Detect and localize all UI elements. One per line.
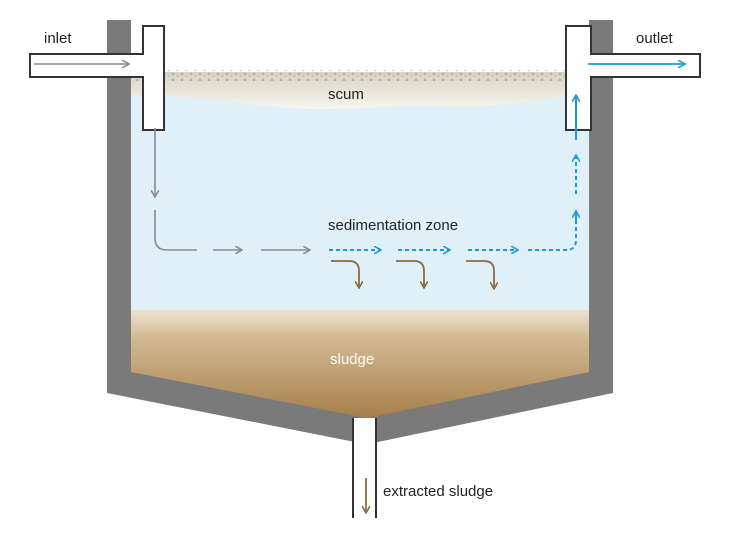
outlet-pipe [565,25,701,131]
extracted-sludge-label: extracted sludge [383,483,493,500]
outlet-label: outlet [636,30,674,47]
tank-headspace [131,20,589,76]
sludge-layer [131,310,589,418]
scum-layer [131,72,589,110]
scum-texture [131,70,589,81]
settling-arrow-2 [396,260,424,287]
sedimentation-zone-label: sedimentation zone [328,217,458,234]
inlet-label: inlet [44,30,72,47]
water-body [131,76,589,312]
scum-label: scum [328,86,364,103]
settling-arrow-1 [331,260,359,287]
inflow-bend [154,210,197,251]
settling-arrow-3 [466,260,494,288]
sludge-label: sludge [330,351,374,368]
outflow-bend [528,224,577,251]
sludge-outlet-pipe [353,418,376,518]
inlet-pipe [29,25,165,131]
